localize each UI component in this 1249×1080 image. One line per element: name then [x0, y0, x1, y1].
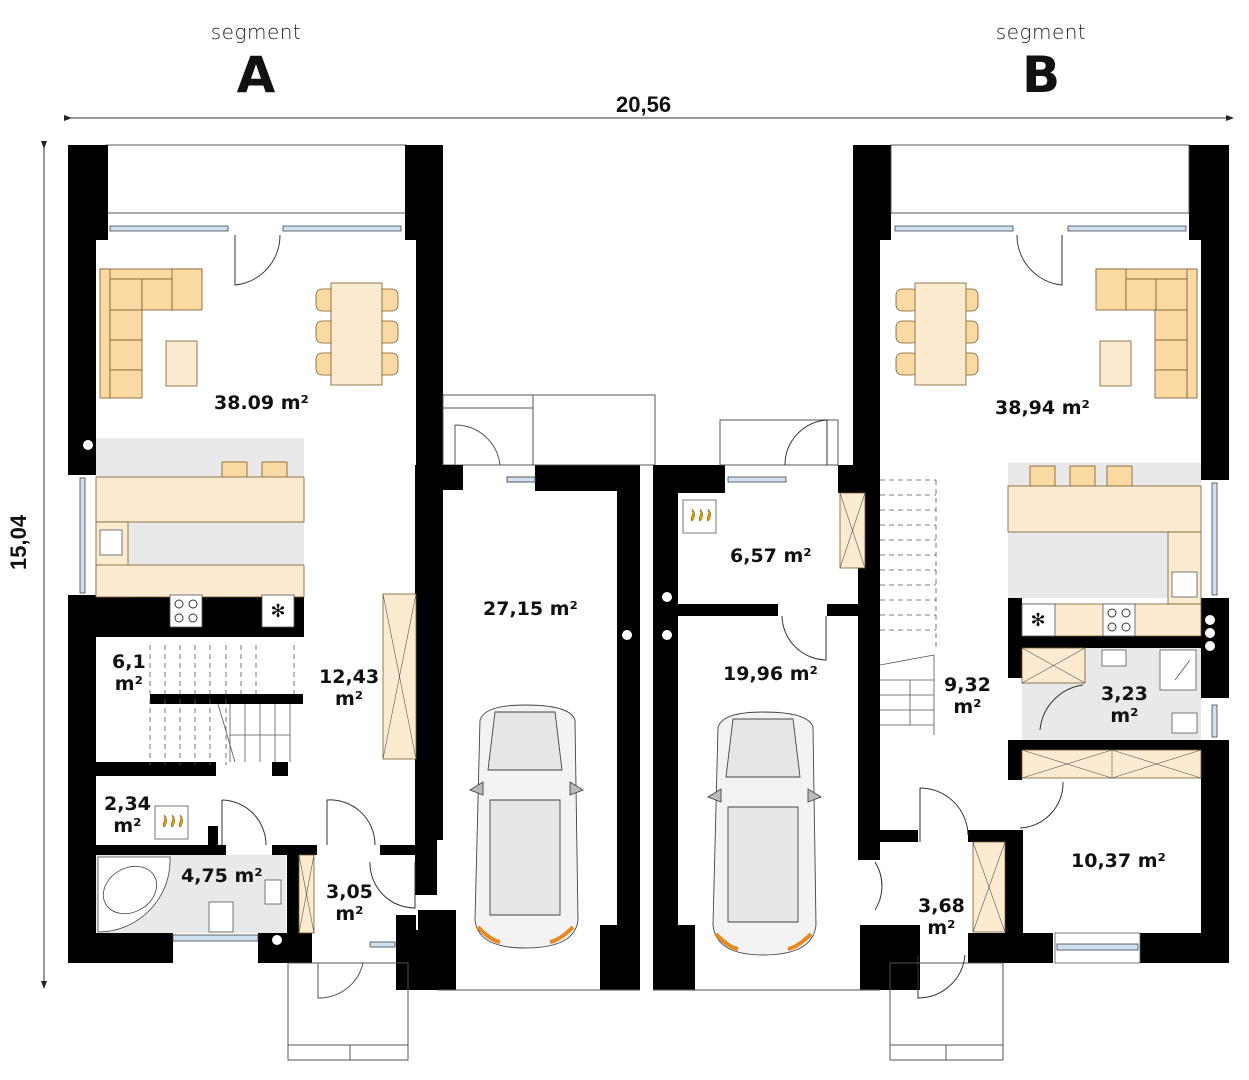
svg-text:✻: ✻: [1030, 610, 1045, 631]
width-dimension: 20,56: [616, 92, 672, 117]
segment-a-window-kitchen: [79, 477, 86, 594]
coffee-table-a: [165, 340, 198, 387]
room-b-bath-area: 3,23 m²: [1101, 683, 1148, 727]
fridge-icon: ✻: [1021, 603, 1056, 637]
door-vestibule-a: [326, 799, 376, 846]
dining-table-b: [895, 282, 979, 386]
wardrobe-b: [1021, 749, 1202, 779]
stove-icon: [1102, 603, 1136, 637]
sink-icon: [99, 529, 123, 556]
room-b-boiler-area: 6,57 m²: [730, 545, 812, 567]
vestibule-b: [874, 787, 1006, 1061]
fridge-icon: ✻: [261, 594, 295, 628]
room-b-living-area: 38,94 m²: [995, 397, 1090, 419]
stairs-a: [149, 645, 295, 765]
room-a-hall-area: 12,43 m²: [319, 666, 380, 710]
door-garage-a: [369, 861, 416, 909]
room-b-vestibule-area: 3,68 m²: [918, 895, 965, 939]
segment-a-window-living: [109, 225, 402, 286]
segment-a-letter: A: [236, 46, 276, 104]
sofa-a: [99, 268, 203, 399]
porch-a: [287, 962, 409, 1061]
dining-table-a: [315, 282, 399, 386]
coffee-table-b: [1099, 340, 1132, 387]
sink-icon: [1171, 571, 1198, 598]
room-a-living-area: 38.09 m²: [214, 392, 309, 414]
room-a-garage-area: 27,15 m²: [483, 598, 578, 620]
toilet-icon: [1171, 712, 1198, 734]
segment-b-walls: [653, 145, 1229, 990]
room-b-window: [1054, 932, 1141, 964]
segment-b-letter: B: [1021, 46, 1061, 104]
chimney-a: [83, 440, 93, 450]
stairs-b: [879, 479, 937, 735]
toilet-icon: [208, 901, 234, 933]
stove-icon: [169, 594, 203, 628]
segment-b-window-living: [894, 225, 1187, 286]
boiler-room-b: [662, 419, 866, 661]
bathroom-a: [96, 855, 286, 942]
segment-a-label: segment: [210, 20, 302, 44]
room-b-garage-area: 19,96 m²: [723, 663, 818, 685]
kitchen-b: ✻: [1007, 463, 1218, 651]
wardrobe-a: [382, 593, 417, 760]
washbasin-icon: [1101, 649, 1127, 667]
room-a-boiler-area: 2,34 m²: [104, 793, 151, 837]
bathtub-icon: [97, 856, 171, 933]
heater-icon-a: [154, 805, 189, 840]
bathroom-b: [1021, 647, 1218, 740]
segment-b-label: segment: [995, 20, 1087, 44]
room-b-hall-area: 9,32 m²: [944, 674, 991, 718]
garage-a-entrance: [442, 394, 656, 483]
car-b: [706, 711, 823, 956]
shower-icon: [1159, 649, 1197, 691]
room-b-room-area: 10,37 m²: [1071, 850, 1166, 872]
svg-text:✻: ✻: [270, 601, 285, 622]
washbasin-icon: [264, 879, 282, 905]
wardrobe-a-small: [298, 854, 315, 934]
sofa-b: [1095, 268, 1198, 399]
kitchen-a: ✻: [83, 438, 305, 628]
room-a-vestibule-area: 3,05 m²: [326, 881, 373, 925]
room-a-bath-area: 4,75 m²: [181, 865, 263, 887]
door-boiler-a: [221, 799, 267, 846]
room-a-stairs-area: 6,1 m²: [112, 651, 146, 695]
car-a: [468, 704, 585, 949]
